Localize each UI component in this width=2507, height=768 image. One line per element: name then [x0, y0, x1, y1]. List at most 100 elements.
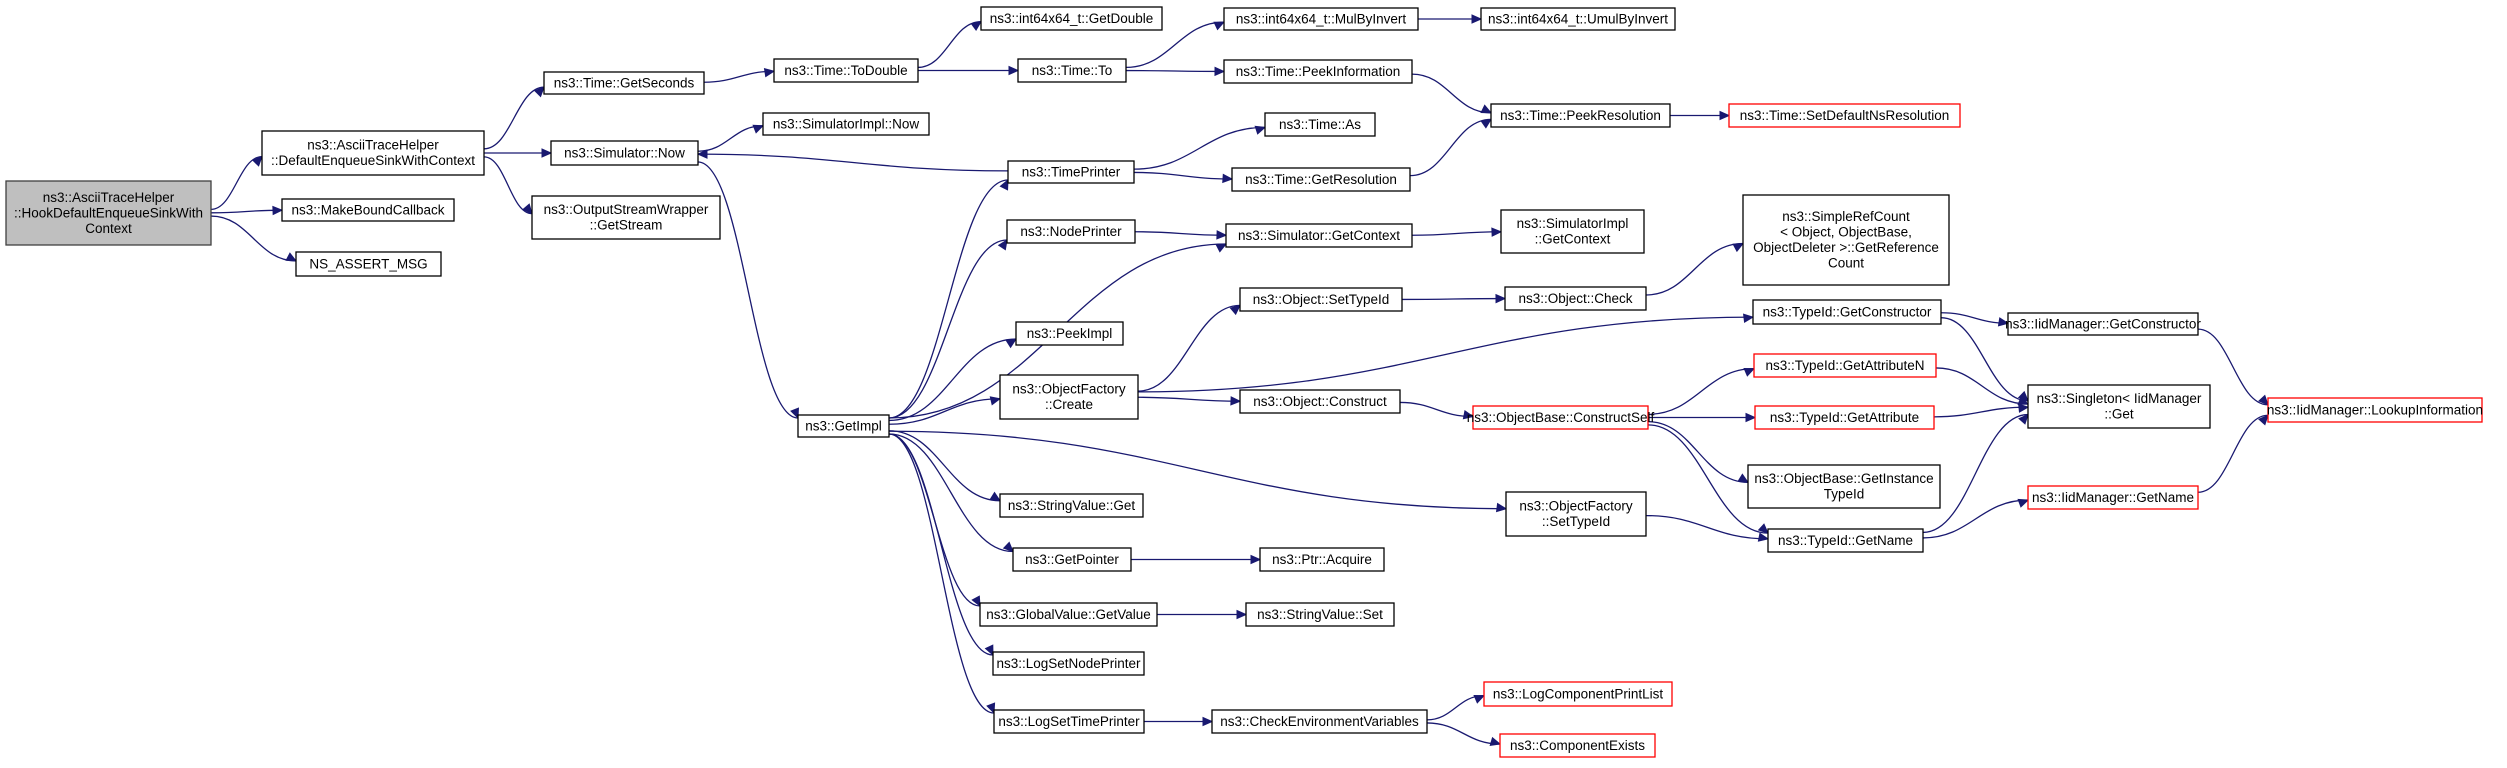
- node-iidgetctor[interactable]: ns3::IidManager::GetConstructor: [2005, 312, 2201, 336]
- node-box: [1225, 223, 1413, 248]
- node-label: ns3::SimulatorImpl: [1517, 216, 1629, 231]
- arrowhead-mulbyinv-to-umulbyinv: [1471, 14, 1483, 24]
- edge-timeto-to-peekinfo: [1125, 69, 1225, 73]
- node-nodeprinter[interactable]: ns3::NodePrinter: [1006, 219, 1136, 244]
- edge-defenq-to-getsec: [483, 86, 545, 150]
- arrowhead-peekinfo-to-peekres: [1480, 104, 1493, 114]
- node-ptracquire[interactable]: ns3::Ptr::Acquire: [1259, 547, 1385, 572]
- node-label: ::GetStream: [590, 218, 663, 233]
- node-assert[interactable]: NS_ASSERT_MSG: [295, 251, 442, 277]
- node-getimpl[interactable]: ns3::GetImpl: [797, 414, 890, 438]
- node-getsec[interactable]: ns3::Time::GetSeconds: [543, 71, 705, 95]
- node-checkenv[interactable]: ns3::CheckEnvironmentVariables: [1211, 709, 1428, 734]
- node-getpointer[interactable]: ns3::GetPointer: [1012, 547, 1132, 572]
- node-timeto[interactable]: ns3::Time::To: [1017, 58, 1127, 83]
- node-setdefres[interactable]: ns3::Time::SetDefaultNsResolution: [1728, 103, 1961, 128]
- edge-iidgetname-to-lookupinfo: [2197, 414, 2269, 493]
- node-label: ns3::SimpleRefCount: [1782, 209, 1910, 224]
- node-logcomplist[interactable]: ns3::LogComponentPrintList: [1483, 681, 1673, 707]
- node-objcheck[interactable]: ns3::Object::Check: [1504, 286, 1647, 311]
- arrowhead-constructself-to-typeidgetname: [1757, 523, 1769, 534]
- node-peekinfo[interactable]: ns3::Time::PeekInformation: [1223, 59, 1413, 84]
- node-simnow[interactable]: ns3::Simulator::Now: [550, 140, 699, 166]
- node-getattrn[interactable]: ns3::TypeId::GetAttributeN: [1753, 353, 1937, 378]
- node-box: [2267, 397, 2483, 423]
- node-label: ns3::CheckEnvironmentVariables: [1220, 714, 1419, 729]
- node-typeidgetname[interactable]: ns3::TypeId::GetName: [1767, 528, 1924, 553]
- node-box: [1012, 547, 1132, 572]
- node-osw[interactable]: ns3::OutputStreamWrapper::GetStream: [531, 195, 721, 240]
- edge-getimpl-to-timeprinter: [888, 179, 1009, 419]
- node-mulbyinv[interactable]: ns3::int64x64_t::MulByInvert: [1223, 7, 1419, 31]
- node-peekres[interactable]: ns3::Time::PeekResolution: [1490, 103, 1671, 128]
- node-timeprinter[interactable]: ns3::TimePrinter: [1007, 160, 1135, 184]
- node-timeas[interactable]: ns3::Time::As: [1264, 112, 1376, 137]
- node-constructself[interactable]: ns3::ObjectBase::ConstructSelf: [1467, 405, 1655, 430]
- node-ofcreate[interactable]: ns3::ObjectFactory::Create: [999, 374, 1139, 420]
- node-label: ns3::LogSetTimePrinter: [998, 714, 1140, 729]
- node-box: [1006, 219, 1136, 244]
- node-singleton[interactable]: ns3::Singleton< IidManager::Get: [2027, 384, 2211, 429]
- edge-root-to-assert: [210, 215, 297, 262]
- node-mbc[interactable]: ns3::MakeBoundCallback: [281, 198, 455, 222]
- edge-checkenv-to-compexists: [1426, 722, 1501, 745]
- arrowhead-logsettime-to-checkenv: [1202, 716, 1214, 727]
- node-umulbyinv[interactable]: ns3::int64x64_t::UmulByInvert: [1480, 7, 1676, 31]
- edge-root-to-mbc: [210, 209, 283, 214]
- arrowhead-typeidgetname-to-iidgetname: [2017, 498, 2030, 508]
- node-lookupinfo[interactable]: ns3::IidManager::LookupInformation: [2267, 397, 2483, 423]
- arrowhead-getimpl-to-ofsettypeid: [1495, 502, 1508, 513]
- node-getdouble[interactable]: ns3::int64x64_t::GetDouble: [980, 6, 1163, 31]
- edge-typeidgetname-to-singleton: [1922, 413, 2029, 534]
- node-compexists[interactable]: ns3::ComponentExists: [1499, 733, 1656, 758]
- node-gvgetvalue[interactable]: ns3::GlobalValue::GetValue: [979, 602, 1158, 627]
- arrowhead-getimpl-to-simgetctx: [1215, 243, 1228, 253]
- edge-todouble-to-getdouble: [917, 20, 982, 69]
- node-objsettypeid[interactable]: ns3::Object::SetTypeId: [1239, 287, 1403, 312]
- node-label: ns3::TypeId::GetAttribute: [1770, 410, 1919, 425]
- node-svset[interactable]: ns3::StringValue::Set: [1245, 602, 1395, 627]
- arrowhead-ofcreate-to-objconstruct: [1230, 396, 1242, 406]
- edge-objcheck-to-simplerefcount: [1645, 242, 1744, 296]
- node-label: ns3::Time::GetSeconds: [554, 75, 695, 90]
- node-box: [1499, 733, 1656, 758]
- arrowhead-getimpl-to-ofcreate: [989, 396, 1002, 406]
- node-box: [1480, 7, 1676, 31]
- node-label: ns3::TypeId::GetAttributeN: [1765, 358, 1924, 373]
- node-logsetnode[interactable]: ns3::LogSetNodePrinter: [992, 651, 1145, 676]
- node-box: [1500, 209, 1645, 254]
- node-simimplnow[interactable]: ns3::SimulatorImpl::Now: [762, 112, 930, 136]
- node-label: Context: [85, 221, 132, 236]
- node-objconstruct[interactable]: ns3::Object::Construct: [1239, 389, 1401, 414]
- arrowhead-getattr-to-singleton: [2018, 403, 2030, 413]
- node-getres[interactable]: ns3::Time::GetResolution: [1231, 167, 1411, 192]
- node-getattr[interactable]: ns3::TypeId::GetAttribute: [1754, 405, 1935, 430]
- node-typeidgetctor[interactable]: ns3::TypeId::GetConstructor: [1752, 299, 1942, 325]
- arrowhead-defenq-to-osw: [522, 203, 533, 215]
- node-stringvalueget[interactable]: ns3::StringValue::Get: [999, 493, 1144, 518]
- arrowhead-iidgetname-to-lookupinfo: [2258, 414, 2269, 426]
- node-label: ns3::OutputStreamWrapper: [544, 202, 709, 217]
- node-ofsettypeid[interactable]: ns3::ObjectFactory::SetTypeId: [1505, 491, 1647, 537]
- node-label: ns3::ComponentExists: [1510, 738, 1645, 753]
- arrowhead-ofcreate-to-objsettypeid: [1229, 304, 1241, 316]
- node-simgetctx[interactable]: ns3::Simulator::GetContext: [1225, 223, 1413, 248]
- node-label: ns3::Time::As: [1279, 117, 1361, 132]
- node-simimplgetctx[interactable]: ns3::SimulatorImpl::GetContext: [1500, 209, 1645, 254]
- node-root[interactable]: ns3::AsciiTraceHelper::HookDefaultEnqueu…: [5, 180, 212, 246]
- arrowhead-peekres-to-setdefres: [1719, 110, 1731, 121]
- edge-getimpl-to-peekimpl: [888, 338, 1017, 422]
- node-defenq[interactable]: ns3::AsciiTraceHelper::DefaultEnqueueSin…: [261, 130, 485, 176]
- edge-getimpl-to-logsetnode: [888, 433, 994, 656]
- node-simplerefcount[interactable]: ns3::SimpleRefCount< Object, ObjectBase,…: [1742, 194, 1950, 286]
- edge-getattrn-to-singleton: [1935, 367, 2029, 405]
- node-iidgetname[interactable]: ns3::IidManager::GetName: [2027, 485, 2199, 510]
- node-logsettime[interactable]: ns3::LogSetTimePrinter: [993, 709, 1145, 734]
- node-box: [1742, 194, 1950, 286]
- node-todouble[interactable]: ns3::Time::ToDouble: [773, 58, 919, 83]
- node-box: [543, 71, 705, 95]
- node-peekimpl[interactable]: ns3::PeekImpl: [1015, 321, 1124, 346]
- arrowhead-ofsettypeid-to-typeidgetname: [1757, 532, 1770, 542]
